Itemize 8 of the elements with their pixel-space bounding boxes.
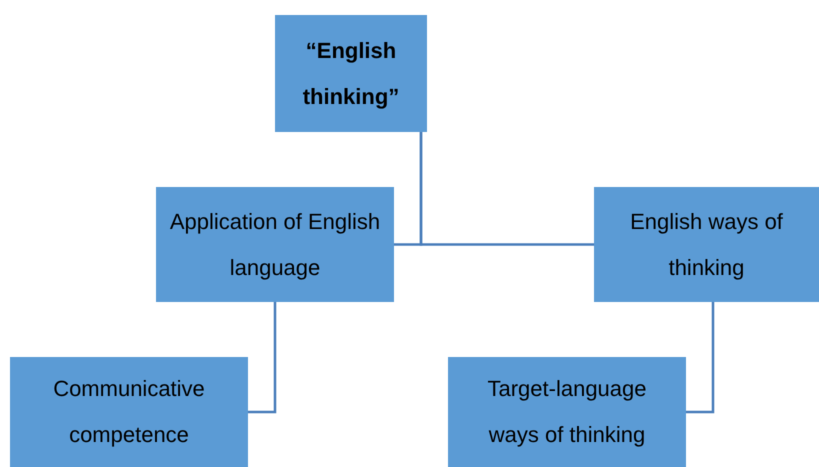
process-box: Communicative competence [10, 357, 248, 467]
process-box: “English thinking” [275, 15, 427, 132]
connector-line [248, 302, 276, 414]
process-box: English ways of thinking [594, 187, 819, 302]
process-box: Application of English language [156, 187, 394, 302]
process-box: Target-language ways of thinking [448, 357, 686, 467]
connector-line [420, 132, 594, 246]
connector-line [686, 302, 714, 414]
